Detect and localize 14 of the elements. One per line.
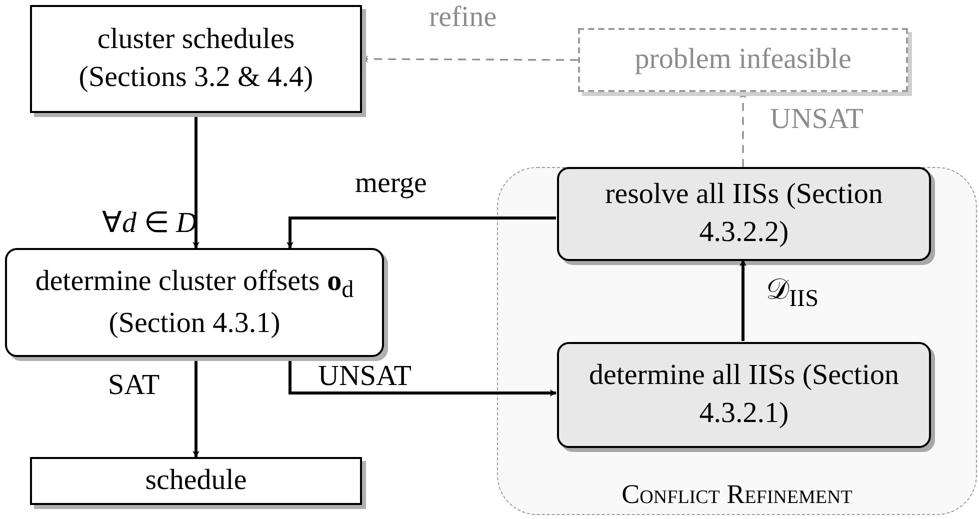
box-label: cluster schedules (Sections 3.2 & 4.4) <box>78 22 314 95</box>
edge-label: SAT <box>107 370 161 402</box>
arrow <box>740 259 746 341</box>
arrow <box>286 216 556 249</box>
group-title: Conflict Refinement <box>622 478 852 511</box>
box-label: resolve all IISs (Section 4.3.2.2) <box>604 177 884 250</box>
edge-label: UNSAT <box>317 361 412 393</box>
group-region <box>497 167 977 515</box>
box-label: determine all IISs (Section 4.3.2.1) <box>588 358 900 431</box>
edge-label: merge <box>354 168 428 200</box>
edge-label: 𝒟$_{IIS}$ <box>765 275 820 312</box>
box-label: determine cluster offsets o$_{d}$ (Section 4.3.1) <box>34 264 355 341</box>
box-label: problem infeasible <box>634 42 852 78</box>
box-label: schedule <box>145 463 247 498</box>
